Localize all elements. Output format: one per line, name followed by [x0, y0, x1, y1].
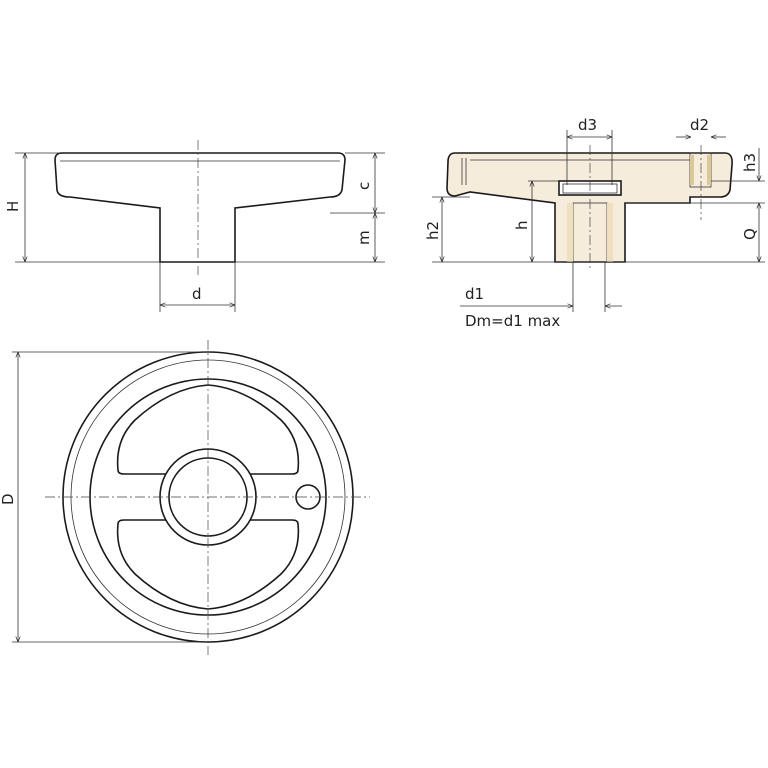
label-d2: d2 — [690, 116, 709, 134]
label-D: D — [0, 493, 17, 505]
label-h2: h2 — [424, 221, 442, 240]
label-Q: Q — [741, 228, 759, 240]
label-H: H — [4, 201, 22, 212]
label-c: c — [355, 182, 373, 190]
label-h3: h3 — [741, 153, 759, 172]
section-view-right: d3 d2 h3 Q h2 h d1 Dm=d1 max — [424, 116, 765, 330]
side-view-left: H c m d — [4, 140, 385, 312]
label-d1: d1 — [465, 285, 484, 303]
label-Dm: Dm=d1 max — [465, 312, 560, 330]
label-m: m — [355, 230, 373, 245]
label-d: d — [192, 285, 202, 303]
label-d3: d3 — [578, 116, 597, 134]
label-h: h — [513, 220, 531, 230]
front-view: D — [0, 340, 370, 655]
